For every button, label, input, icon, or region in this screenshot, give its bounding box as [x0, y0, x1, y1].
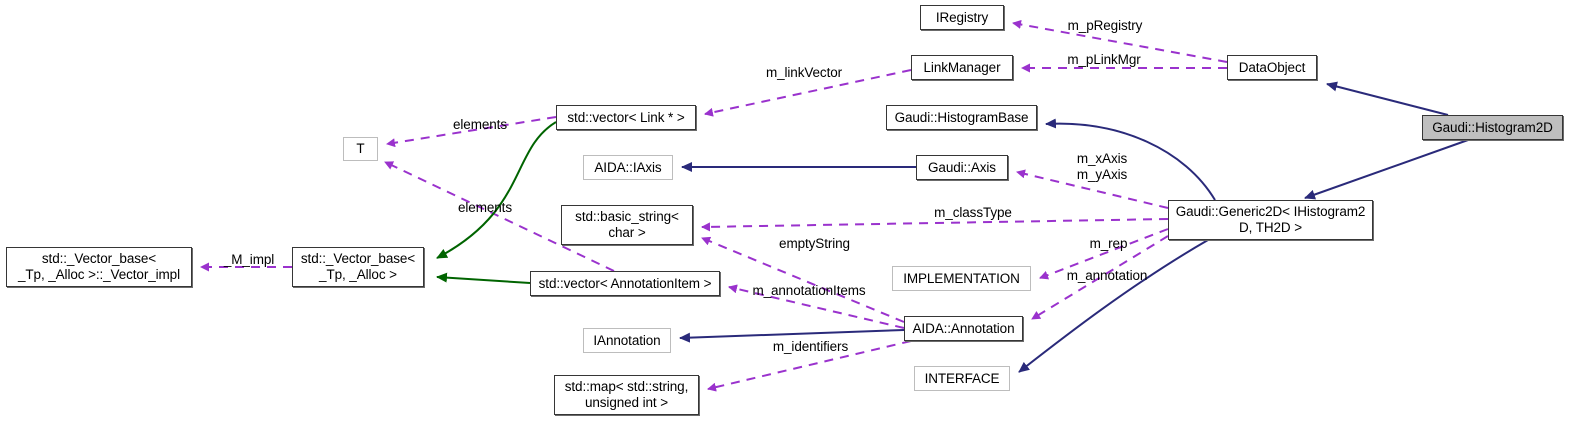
edge-emptyString: [701, 236, 905, 323]
node-std-vector-annotationitem[interactable]: std::vector< AnnotationItem >: [530, 271, 720, 296]
edge-m_annotation: [1031, 235, 1169, 320]
node-t[interactable]: T: [343, 137, 378, 161]
edge-generic2d-interface: [1018, 239, 1209, 373]
template-edges: [436, 121, 557, 284]
edge-m_annotationItems: [728, 284, 905, 329]
node-gaudi-axis[interactable]: Gaudi::Axis: [916, 155, 1008, 180]
edge-elements-top: [386, 116, 557, 148]
node-aida-annotation[interactable]: AIDA::Annotation: [904, 316, 1023, 341]
node-linkmanager[interactable]: LinkManager: [911, 55, 1013, 80]
node-std-vector-link[interactable]: std::vector< Link * >: [556, 105, 696, 130]
edge-m_rep: [1039, 228, 1169, 280]
edge-m_classType: [701, 218, 1169, 232]
usage-edges: [200, 20, 1228, 392]
node-iregistry[interactable]: IRegistry: [920, 5, 1004, 30]
node-aida-iaxis[interactable]: AIDA::IAxis: [583, 155, 673, 180]
node-implementation[interactable]: IMPLEMENTATION: [892, 266, 1031, 291]
edge-m_identifiers: [707, 340, 912, 392]
node-iannotation[interactable]: IAnnotation: [583, 328, 671, 353]
edge-histogram2d-dataobject: [1326, 81, 1449, 116]
node-dataobject[interactable]: DataObject: [1227, 55, 1317, 80]
node-std-vector-base-vector-impl[interactable]: std::_Vector_base< _Tp, _Alloc >::_Vecto…: [6, 247, 192, 287]
inheritance-edges: [679, 81, 1469, 373]
edge-generic2d-histogrambase: [1045, 118, 1216, 201]
edge-vectorlink-vectorbase: [436, 121, 557, 259]
edge-annotation-iannotation: [679, 329, 905, 343]
edge-m_linkVector: [704, 69, 912, 117]
node-std-map-string-uint[interactable]: std::map< std::string, unsigned int >: [554, 375, 699, 415]
node-gaudi-histogram2d[interactable]: Gaudi::Histogram2D: [1422, 115, 1563, 140]
node-std-basic-string[interactable]: std::basic_string< char >: [561, 205, 693, 245]
node-std-vector-base[interactable]: std::_Vector_base< _Tp, _Alloc >: [292, 247, 424, 287]
node-interface[interactable]: INTERFACE: [914, 366, 1010, 391]
node-gaudi-histogrambase[interactable]: Gaudi::HistogramBase: [886, 105, 1037, 130]
edge-m_xAxis-m_yAxis: [1016, 169, 1169, 209]
edge-vectorannot-vectorbase: [436, 272, 531, 284]
edge-elements-bottom: [384, 161, 615, 272]
edge-m_pRegistry: [1012, 20, 1228, 63]
edge-histogram2d-generic2d: [1304, 139, 1469, 200]
node-gaudi-generic2d[interactable]: Gaudi::Generic2D< IHistogram2 D, TH2D >: [1168, 200, 1373, 240]
